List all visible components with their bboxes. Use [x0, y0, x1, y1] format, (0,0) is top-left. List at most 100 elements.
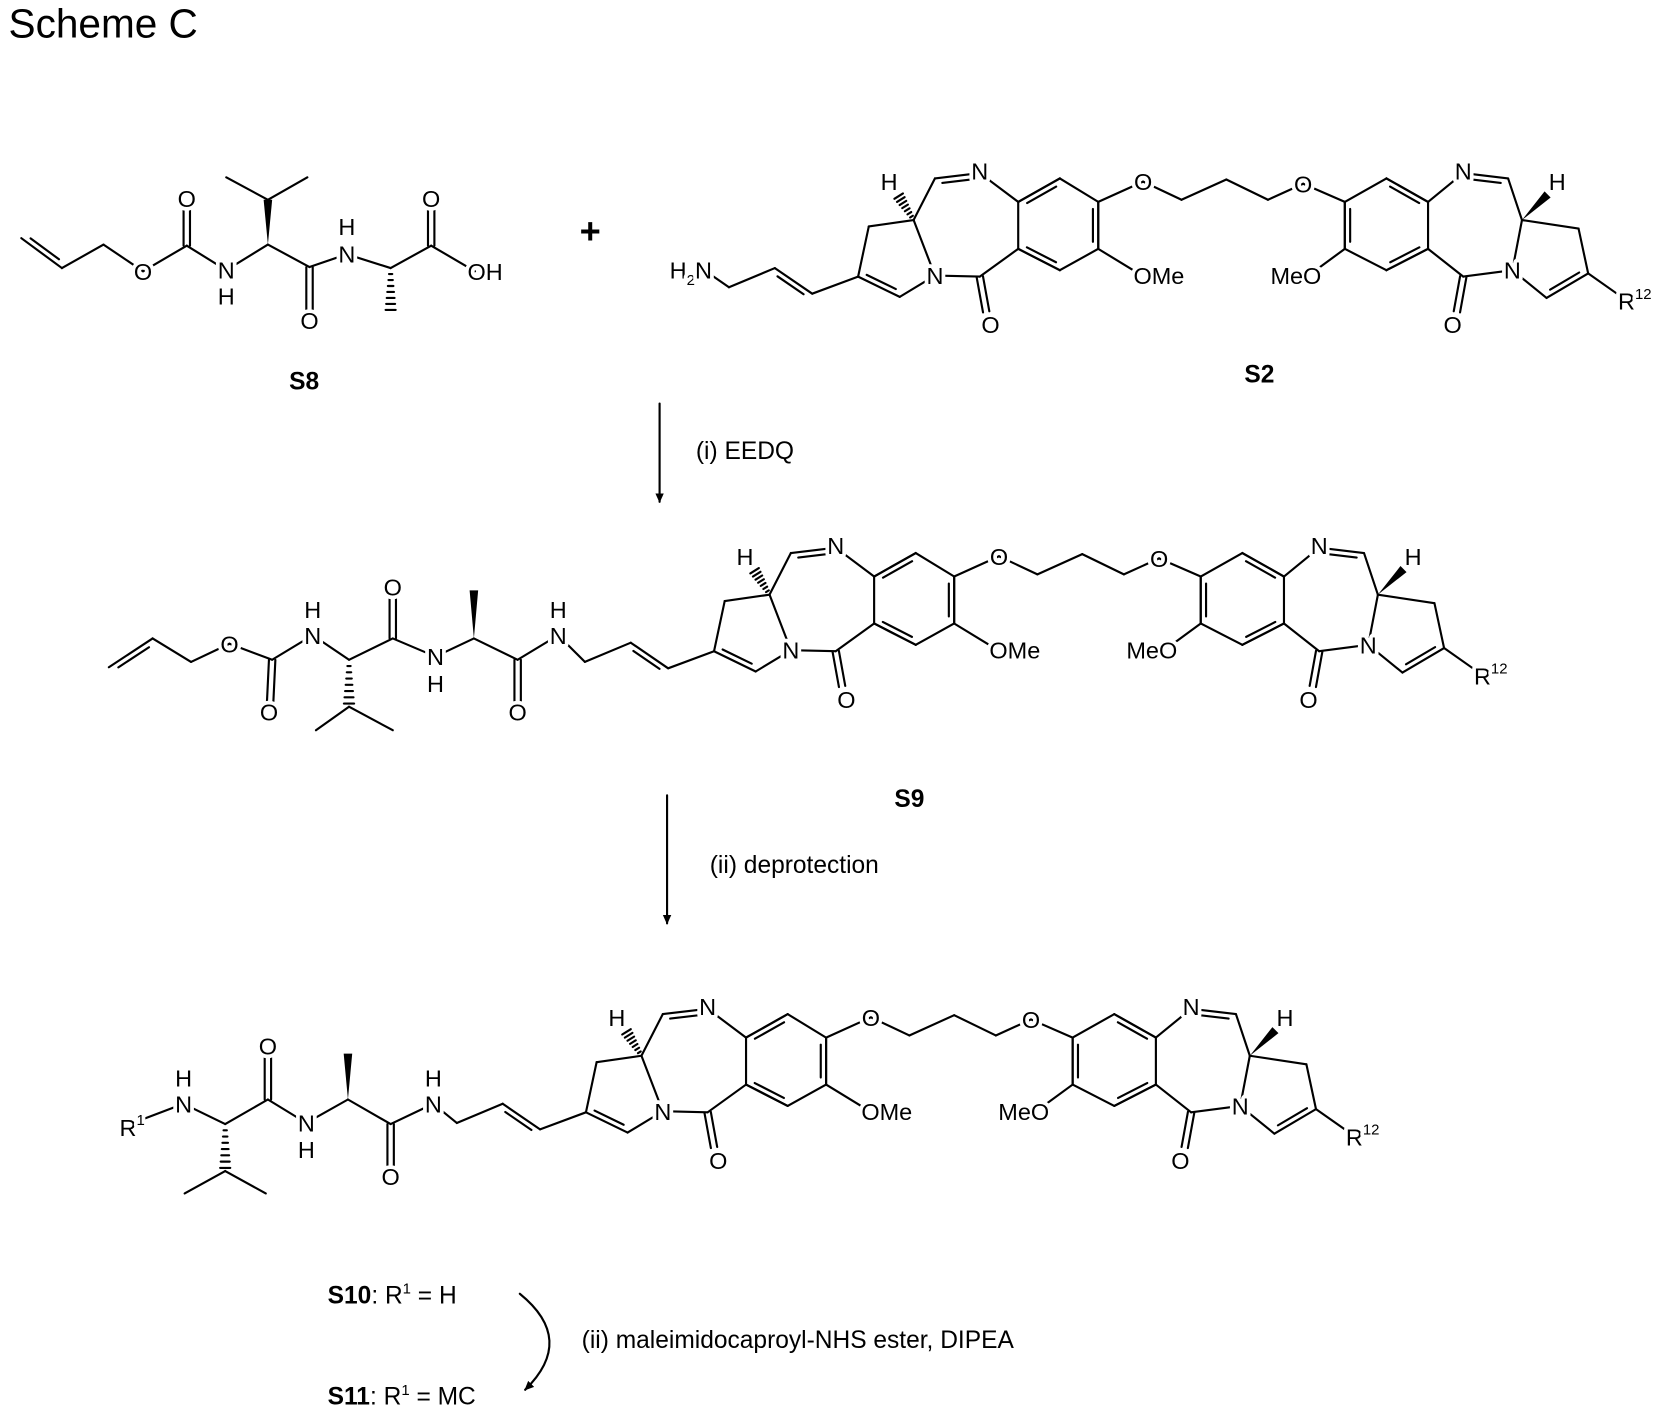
single-bond [60, 243, 105, 270]
single-bond [1158, 557, 1202, 578]
r1-substituent: R1 [120, 1112, 145, 1141]
single-bond [640, 1054, 664, 1113]
single-bond [1367, 593, 1379, 646]
single-bond [1058, 177, 1100, 203]
single-bond [183, 1169, 227, 1195]
double-bond [1180, 1110, 1190, 1149]
double-bond [629, 641, 670, 670]
single-bond [271, 634, 314, 661]
hydrogen-label: H [175, 1066, 192, 1092]
wedge-bond [1377, 566, 1407, 595]
double-bond-inner [1468, 178, 1502, 184]
amine-label: H2N [670, 258, 712, 289]
single-bond [347, 705, 394, 732]
single-bond [1154, 1007, 1193, 1039]
hashed-bond [749, 567, 760, 575]
single-bond [1097, 247, 1138, 274]
oxygen-label: O [709, 1148, 727, 1174]
oxygen-label: O [1022, 1007, 1040, 1033]
hashed-bond [754, 574, 764, 581]
double-bond-inner [776, 275, 805, 296]
hydrogen-label: H [550, 597, 567, 623]
oxygen-label: O [220, 631, 238, 657]
double-bond-inner [1324, 552, 1358, 559]
single-bond [1376, 593, 1436, 605]
oxygen-label: O [1134, 169, 1152, 195]
oxygen-label: O [862, 1005, 880, 1031]
single-bond [1426, 172, 1465, 203]
double-bond-inner [1389, 246, 1421, 264]
double-bond [272, 658, 277, 706]
double-bond [661, 1007, 709, 1016]
double-bond [1017, 247, 1061, 272]
label-s8: S8 [289, 369, 319, 396]
hydrogen-label: H [425, 1066, 442, 1092]
single-bond [1282, 546, 1321, 578]
double-bond [703, 1111, 712, 1150]
double-bond [1273, 1108, 1318, 1135]
single-bond [308, 253, 348, 269]
wedge-bond [1521, 191, 1551, 221]
double-bond [831, 650, 841, 689]
oxygen-label: O [422, 186, 440, 212]
single-bond [1462, 269, 1514, 278]
single-bond [1199, 551, 1244, 578]
double-bond [1462, 172, 1510, 180]
nitrogen-label: N [1360, 632, 1377, 658]
single-bond [225, 176, 269, 201]
nitrogen-label: N [1311, 533, 1328, 559]
single-bond [706, 1007, 748, 1039]
hashed-bond [751, 570, 762, 578]
r12-substituent: R12 [1346, 1122, 1380, 1151]
oxygen-label: O [300, 308, 318, 334]
double-bond [1458, 276, 1468, 314]
single-bond [224, 1169, 267, 1195]
single-bond [314, 705, 351, 732]
double-bond-inner [1026, 185, 1058, 205]
double-bond-inner [881, 620, 914, 638]
hashed-bond [759, 581, 767, 587]
double-bond [20, 237, 63, 270]
hashed-bond [901, 203, 909, 210]
single-bond [1248, 1054, 1308, 1066]
double-bond [1314, 650, 1324, 689]
methoxy-label: MeO [998, 1099, 1049, 1125]
hashed-bond [636, 1050, 642, 1055]
nitrogen-label: N [654, 1099, 671, 1125]
double-bond [981, 274, 991, 313]
methoxy-label: MeO [1270, 263, 1321, 289]
hydrogen-label: H [338, 214, 355, 240]
double-bond [1385, 247, 1430, 272]
single-bond [1097, 180, 1145, 203]
nitrogen-label: N [338, 242, 355, 268]
double-bond [1241, 622, 1286, 646]
oxygen-label: O [384, 575, 402, 601]
single-bond [1343, 247, 1388, 272]
nitrogen-label: N [699, 994, 716, 1020]
single-bond [953, 555, 1001, 578]
single-bond [266, 176, 309, 201]
single-bond [667, 650, 716, 670]
methoxy-label: OMe [989, 638, 1040, 664]
single-bond [224, 1098, 269, 1126]
single-bond [914, 622, 956, 646]
double-bond-inner [1117, 1081, 1149, 1100]
single-bond [786, 1013, 828, 1039]
single-bond [189, 642, 231, 663]
single-bond [185, 244, 228, 272]
methoxy-label: MeO [1126, 638, 1177, 664]
single-bond [1190, 1104, 1242, 1114]
single-bond [1239, 1104, 1276, 1135]
double-bond [1385, 177, 1430, 203]
double-bond [712, 650, 757, 673]
wedge-bond [469, 590, 479, 639]
double-bond-inner [1196, 1013, 1230, 1020]
double-bond-inner [753, 1081, 785, 1100]
single-bond [789, 649, 837, 653]
single-bond [933, 274, 981, 278]
step-2-label: (ii) deprotection [710, 852, 879, 879]
single-bond [914, 551, 956, 578]
single-bond [1318, 643, 1370, 653]
